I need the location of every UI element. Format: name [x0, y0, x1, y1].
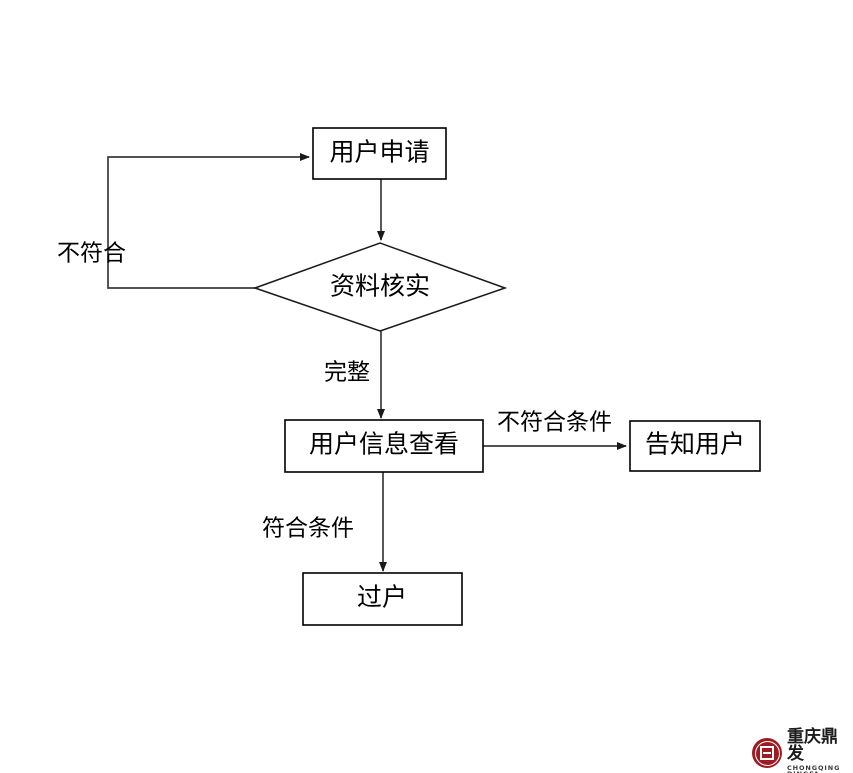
node-verify-label: 资料核实: [330, 273, 430, 301]
company-seal-icon: [752, 738, 782, 768]
watermark-company-en: CHONGQING DINGFA: [787, 763, 841, 773]
watermark-text: 重庆鼎发 CHONGQING DINGFA: [787, 726, 850, 773]
node-apply[interactable]: 用户申请: [312, 127, 447, 180]
node-transfer-label: 过户: [357, 584, 407, 612]
edge-label-meets-conditions: 符合条件: [262, 515, 354, 540]
node-notify-label: 告知用户: [645, 431, 745, 459]
edge-label-complete: 完整: [324, 359, 370, 384]
edge-label-not-meet-conditions: 不符合条件: [497, 409, 612, 434]
node-verify[interactable]: 资料核实: [252, 242, 508, 332]
node-review-label: 用户信息查看: [309, 431, 459, 459]
edge-verify-to-apply: [107, 153, 310, 289]
node-review[interactable]: 用户信息查看: [284, 419, 484, 473]
node-notify[interactable]: 告知用户: [629, 420, 761, 472]
node-transfer[interactable]: 过户: [302, 572, 463, 626]
watermark-logo: 重庆鼎发 CHONGQING DINGFA: [752, 728, 850, 773]
watermark-company-cn: 重庆鼎发: [787, 726, 838, 764]
node-apply-label: 用户申请: [329, 139, 429, 167]
edge-label-not-qualified: 不符合: [57, 240, 126, 265]
